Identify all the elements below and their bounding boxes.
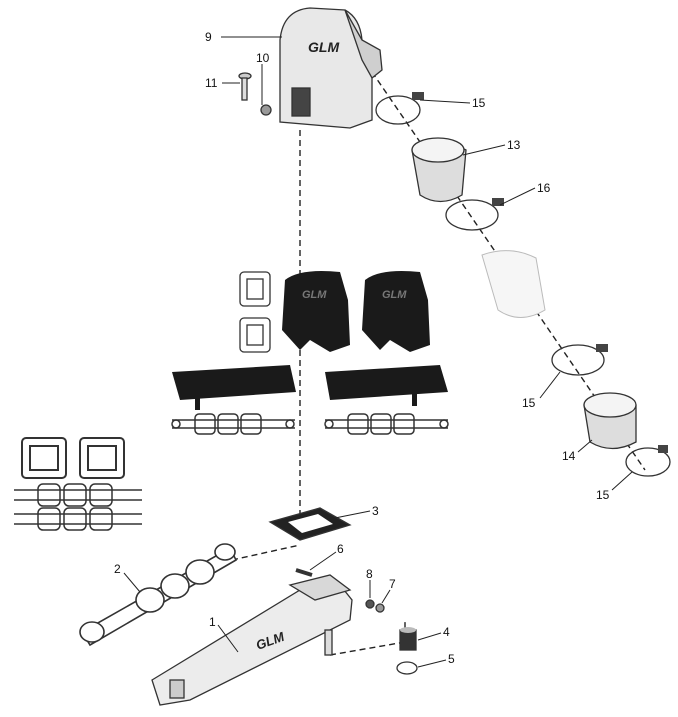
callout-9: 9 <box>205 30 212 44</box>
callout-1: 1 <box>209 615 216 629</box>
assembly-line-gasket <box>231 544 301 561</box>
manifold-gaskets-reference <box>171 413 449 435</box>
manifold-left-reference <box>172 365 296 410</box>
callout-10: 10 <box>256 51 270 65</box>
callout-4: 4 <box>443 625 450 639</box>
callout-2: 2 <box>114 562 121 576</box>
callout-8: 8 <box>366 567 373 581</box>
callout-5: 5 <box>448 652 455 666</box>
plug-part <box>260 104 272 116</box>
bolt-part <box>238 72 252 101</box>
small-gaskets-reference <box>239 271 271 353</box>
clamp-lower-part <box>551 344 608 376</box>
bellows-top-part <box>411 137 467 203</box>
callout-11: 11 <box>205 76 218 90</box>
callout-3: 3 <box>372 504 379 518</box>
riser-logo: GLM <box>308 39 339 55</box>
nut-part <box>365 599 375 609</box>
callout-13: 13 <box>507 138 521 152</box>
callout-15-top: 15 <box>472 96 486 110</box>
elbow-right-reference: GLM <box>362 271 430 352</box>
clamp-mid-part <box>445 198 504 231</box>
riser-part: GLM <box>279 7 383 129</box>
manifold-right-reference <box>325 365 448 406</box>
manifold-part: GLM <box>151 574 353 706</box>
washer-part <box>375 603 385 613</box>
pipe-ghost-part <box>481 250 546 318</box>
clamp-top-part <box>375 92 424 125</box>
riser-gasket-part <box>268 507 352 541</box>
manifold-gasket-part <box>79 543 238 647</box>
svg-text:GLM: GLM <box>382 289 407 301</box>
clamp-bottom-part <box>625 445 671 477</box>
assembly-line-fitting <box>329 622 406 656</box>
svg-text:GLM: GLM <box>302 289 327 301</box>
hose-clamp-part <box>396 661 418 675</box>
callout-7: 7 <box>389 577 396 591</box>
callout-16: 16 <box>537 181 551 195</box>
callout-15-lower: 15 <box>522 396 536 410</box>
leader-lines <box>123 36 633 668</box>
callout-15-bottom: 15 <box>596 488 610 502</box>
bellows-lower-part <box>583 392 637 450</box>
left-gaskets-reference <box>14 437 142 531</box>
callout-6: 6 <box>337 542 344 556</box>
elbow-left-reference: GLM <box>282 271 350 352</box>
stud-part <box>295 568 313 577</box>
callout-14: 14 <box>562 449 576 463</box>
hose-fitting-part <box>399 627 417 651</box>
